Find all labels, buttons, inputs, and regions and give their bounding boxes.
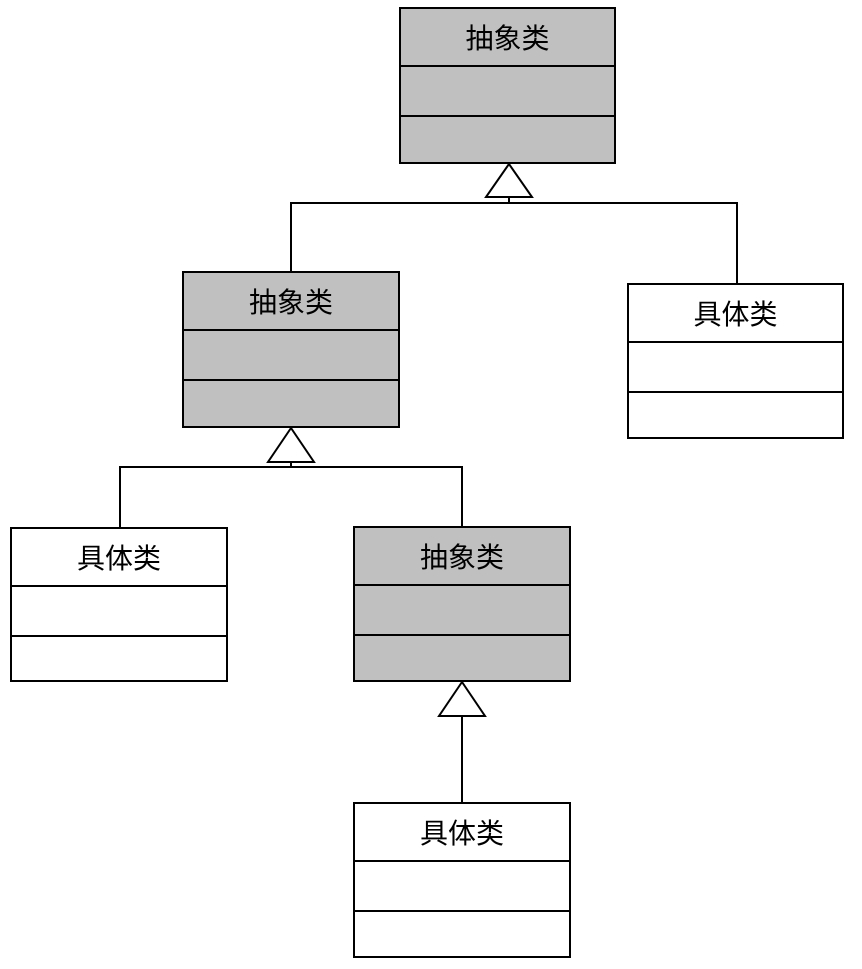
generalization-arrow-top <box>484 162 534 198</box>
concrete-class-box[interactable]: 具体类 <box>10 527 228 682</box>
generalization-arrow-midlow <box>437 680 487 717</box>
class-name: 抽象类 <box>419 541 504 574</box>
class-name: 具体类 <box>693 298 778 331</box>
class-operations-compartment <box>184 379 398 426</box>
class-name: 具体类 <box>76 542 161 575</box>
class-operations-compartment <box>401 115 614 162</box>
generalization-arrow-mid <box>266 426 316 463</box>
abstract-class-box[interactable]: 抽象类 <box>182 271 400 428</box>
class-attributes-compartment <box>401 65 614 115</box>
class-operations-compartment <box>12 635 226 680</box>
abstract-class-box[interactable]: 抽象类 <box>399 7 616 164</box>
concrete-class-box[interactable]: 具体类 <box>627 283 844 439</box>
class-name: 抽象类 <box>465 22 550 55</box>
class-attributes-compartment <box>355 584 569 634</box>
concrete-class-box[interactable]: 具体类 <box>353 802 571 958</box>
class-name: 具体类 <box>419 817 504 850</box>
class-attributes-compartment <box>629 341 842 391</box>
abstract-class-box[interactable]: 抽象类 <box>353 526 571 682</box>
class-operations-compartment <box>629 391 842 437</box>
class-attributes-compartment <box>184 329 398 379</box>
class-attributes-compartment <box>355 860 569 910</box>
class-name: 抽象类 <box>248 286 333 319</box>
class-operations-compartment <box>355 910 569 956</box>
class-attributes-compartment <box>12 585 226 635</box>
generalization-line-mid-children <box>119 466 463 527</box>
class-operations-compartment <box>355 634 569 680</box>
